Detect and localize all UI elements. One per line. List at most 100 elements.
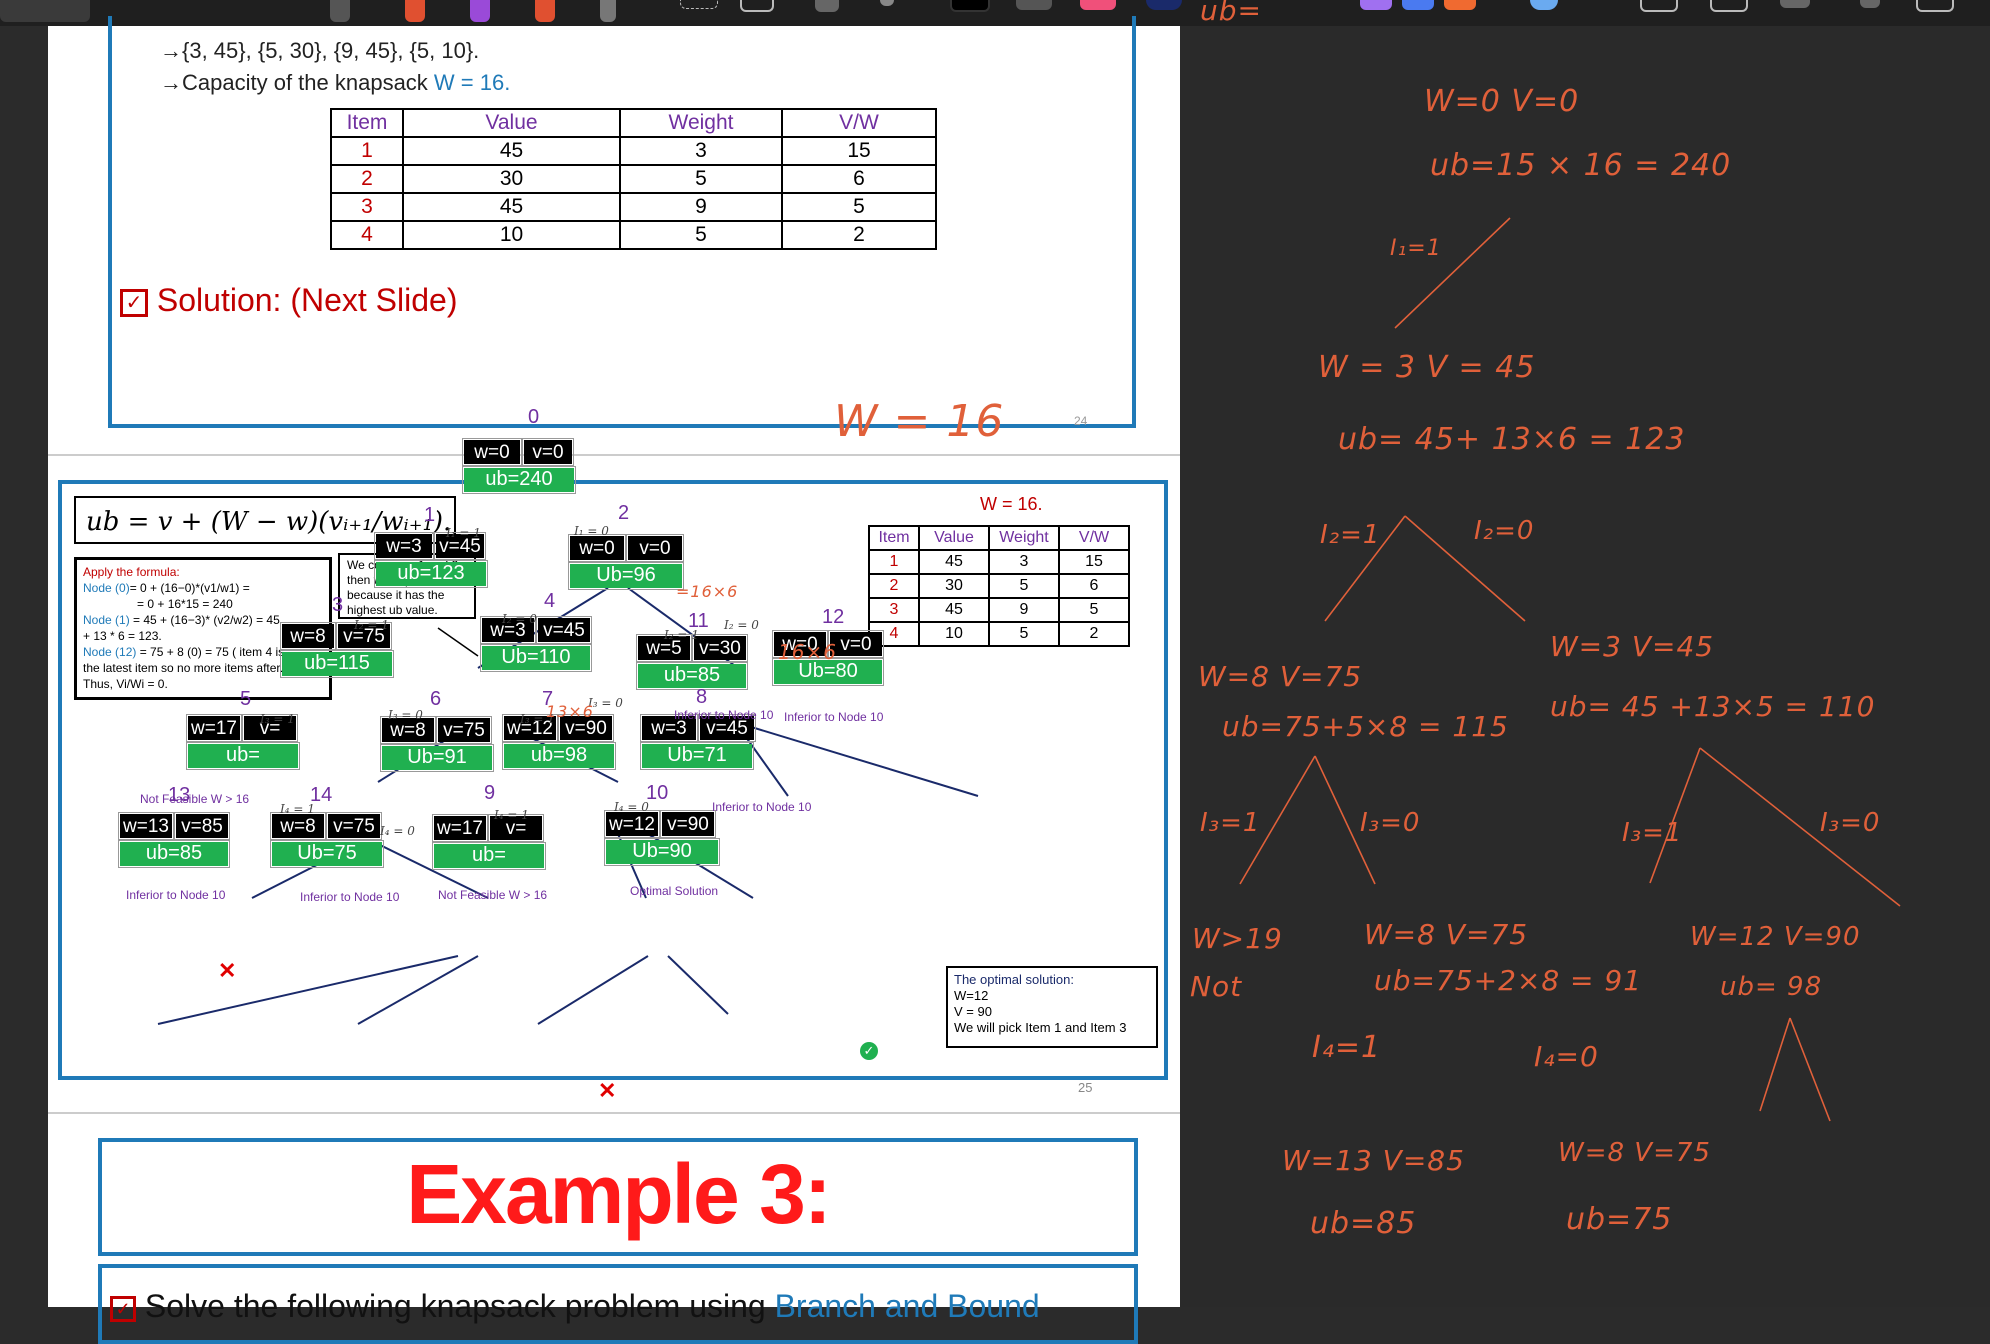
highlighter-blue-swatch[interactable] [1402, 0, 1434, 10]
table-cell: 45 [918, 597, 990, 623]
node-weight: w=0 [568, 534, 626, 562]
ub-formula: ub = v + (W − w)(vᵢ₊₁/wᵢ₊₁). [74, 496, 456, 544]
apply-l6: the latest item so no more items after. [83, 661, 284, 675]
edge-7-9 [537, 955, 649, 1025]
ink-l18: W=8 V=75 [1364, 918, 1529, 951]
document-page[interactable]: →{3, 45}, {5, 30}, {9, 45}, {5, 10}. →Ca… [48, 16, 1180, 1344]
table-cell: 5 [988, 573, 1060, 599]
table-cell: 45 [918, 549, 990, 575]
table-header: Value [918, 525, 990, 551]
node-value: v=45 [434, 532, 486, 560]
apply-l2: = 0 + 16*15 = 240 [137, 597, 233, 611]
pen-purple-icon[interactable] [470, 0, 490, 22]
optimal-v: V = 90 [954, 1004, 992, 1019]
node-upper-bound: Ub=90 [604, 838, 720, 866]
node-value: v=0 [828, 630, 884, 658]
color-gray-swatch[interactable] [1016, 0, 1052, 10]
more-tools-icon[interactable] [880, 0, 894, 6]
node-value: v=75 [336, 622, 392, 650]
pencil-icon[interactable] [600, 0, 616, 22]
node-weight: w=8 [380, 716, 436, 744]
pen-orange-icon[interactable] [405, 0, 425, 22]
table-cell: 1 [330, 136, 404, 166]
ink-l21: ub= 98 [1720, 972, 1823, 1002]
undo-icon[interactable] [1780, 0, 1810, 8]
branch-and-bound-link[interactable]: Branch and Bound [774, 1288, 1040, 1324]
edge-label: I₄ = 0 [380, 824, 415, 838]
node-number: 4 [544, 590, 556, 612]
node-number: 12 [822, 606, 845, 628]
color-pink-swatch[interactable] [1080, 0, 1116, 10]
edge-label: I₂ = 1 [664, 628, 699, 642]
node-upper-bound: Ub=96 [568, 562, 684, 590]
table-header: Value [402, 108, 621, 138]
table-cell: 15 [1058, 549, 1130, 575]
ink-l14: I₃=1 [1622, 818, 1683, 848]
eraser-icon[interactable] [330, 0, 350, 22]
color-black-swatch[interactable] [950, 0, 990, 12]
table-header: Weight [988, 525, 1060, 551]
node-number: 1 [424, 504, 436, 526]
node-upper-bound: Ub=91 [380, 744, 494, 772]
page-add-icon[interactable] [1640, 0, 1678, 12]
node-number: 10 [646, 782, 669, 804]
ink-l12: I₃=1 [1200, 808, 1261, 838]
wand-icon[interactable] [815, 0, 839, 12]
apply-l7: Thus, Vi/Wi = 0. [83, 677, 168, 691]
shapes-icon[interactable] [740, 0, 774, 12]
ink-l25: ub=85 [1310, 1206, 1417, 1241]
node-weight: w=3 [640, 714, 698, 742]
highlighter-orange-swatch[interactable] [1444, 0, 1476, 10]
edge-label: I₃ = 1 [520, 712, 555, 726]
page-number-25: 25 [1078, 1080, 1093, 1095]
node-number: 5 [240, 688, 252, 710]
table-cell: 15 [781, 136, 937, 166]
solution-text: Solution: (Next Slide) [156, 282, 458, 318]
node-number: 9 [484, 782, 496, 804]
edge-7-10 [667, 955, 729, 1015]
node-upper-bound: ub=98 [502, 742, 616, 770]
table-cell: 9 [988, 597, 1060, 623]
color-navy-swatch[interactable] [1146, 0, 1182, 10]
node-number: 3 [332, 594, 344, 616]
page-divider-2 [48, 1112, 1180, 1114]
slide-25-frame [58, 480, 1168, 1080]
ink-l2: ub=15 × 16 = 240 [1430, 148, 1732, 183]
table-header: Weight [619, 108, 783, 138]
table-cell: 3 [988, 549, 1060, 575]
notes-pane[interactable] [1180, 26, 1990, 1307]
ink-l20: W=12 V=90 [1690, 922, 1861, 952]
optimal-w: W=12 [954, 988, 989, 1003]
fullscreen-icon[interactable] [1916, 0, 1954, 12]
node-value: v=45 [536, 616, 592, 644]
edge-label: I₂ = 0 [502, 612, 537, 626]
table-header: Item [868, 525, 920, 551]
check-icon[interactable] [1860, 0, 1880, 8]
page-view-icon[interactable] [1710, 0, 1748, 12]
node-upper-bound: ub= [432, 842, 546, 870]
ink-l10: W=3 V=45 [1550, 630, 1715, 663]
node12-ref: Node (12) [83, 645, 137, 659]
app-menu-tab[interactable] [0, 0, 90, 22]
node-note: Inferior to Node 10 [126, 888, 226, 902]
highlighter-purple-swatch[interactable] [1360, 0, 1392, 10]
lasso-icon[interactable] [680, 0, 718, 9]
color-picker-icon[interactable] [1530, 0, 1558, 10]
optimal-check-icon: ✓ [860, 1042, 878, 1060]
node-value: v=0 [626, 534, 684, 562]
pen-red-icon[interactable] [535, 0, 555, 22]
node-number: 7 [542, 688, 554, 710]
